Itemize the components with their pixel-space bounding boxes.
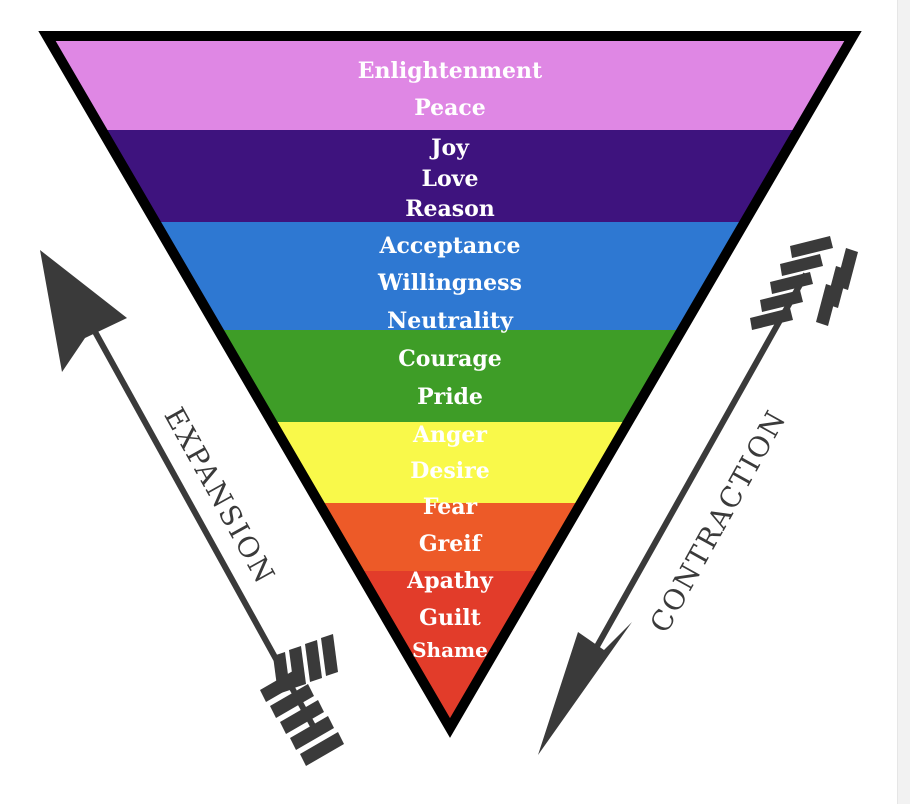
color-band	[358, 571, 542, 728]
level-label: Neutrality	[387, 308, 514, 334]
level-label: Guilt	[419, 605, 481, 631]
color-band	[271, 422, 629, 503]
contraction-fletching-icon	[750, 236, 858, 330]
level-label: Fear	[423, 494, 478, 520]
level-label: Peace	[414, 95, 486, 121]
level-label: Apathy	[406, 568, 494, 594]
expansion-fletching-icon	[260, 634, 344, 766]
level-label: Enlightenment	[358, 58, 543, 84]
level-label: Willingness	[377, 270, 522, 296]
level-label: Joy	[429, 135, 470, 161]
level-label: Pride	[417, 384, 483, 410]
color-band	[101, 130, 799, 222]
color-band	[47, 36, 853, 130]
color-band	[218, 330, 682, 422]
level-label: Anger	[412, 422, 487, 448]
expansion-arrowhead-icon	[40, 250, 127, 372]
contraction-arrowhead-icon	[538, 622, 632, 755]
color-bands	[47, 36, 853, 728]
side-panel-edge	[897, 0, 910, 804]
level-label: Desire	[410, 458, 489, 484]
color-band	[318, 503, 582, 571]
color-band	[155, 222, 745, 330]
contraction-arrow-shaft	[592, 272, 809, 652]
level-label: Acceptance	[378, 233, 520, 259]
level-label: Love	[422, 166, 479, 192]
level-label: Greif	[419, 531, 483, 557]
triangle-outline	[38, 31, 862, 738]
level-labels: EnlightenmentPeaceJoyLoveReasonAcceptanc…	[358, 58, 543, 662]
level-label: Courage	[398, 346, 501, 372]
level-label: Shame	[412, 638, 488, 662]
level-label: Reason	[405, 196, 495, 222]
